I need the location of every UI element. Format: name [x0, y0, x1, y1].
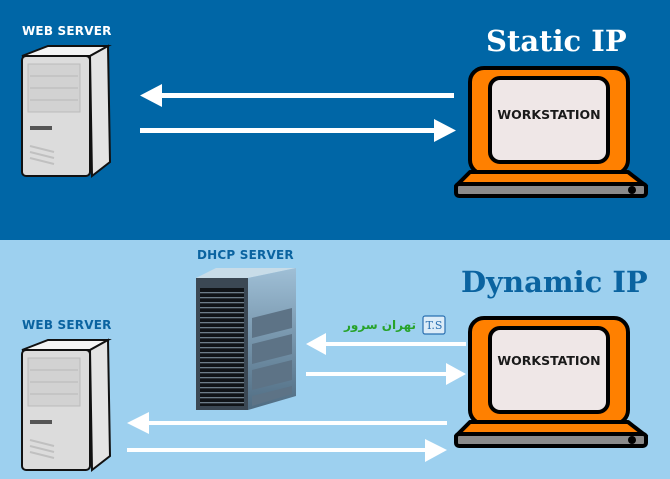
dhcp-server-icon — [196, 268, 296, 410]
dynamic-ip-title: Dynamic IP — [461, 265, 648, 299]
workstation-label: WORKSTATION — [497, 107, 600, 122]
request-arrows — [140, 84, 456, 142]
vent-slat — [200, 402, 244, 404]
dhcp-arrows — [306, 333, 466, 385]
workstation-label-dynamic: WORKSTATION — [497, 353, 600, 368]
web-server-label: WEB SERVER — [22, 24, 112, 38]
vent-slat — [200, 332, 244, 334]
vent-slat — [200, 352, 244, 354]
arrow-right-icon — [140, 119, 456, 142]
web-server-label-dynamic: WEB SERVER — [22, 318, 112, 332]
vent-slat — [200, 372, 244, 374]
dynamic-ip-panel: DHCP SERVER Dynamic IP WEB SERVER — [0, 240, 670, 479]
watermark-logo-text: T.S — [426, 319, 443, 332]
vent-slat — [200, 337, 244, 339]
vent-slat — [200, 327, 244, 329]
vent-slat — [200, 342, 244, 344]
arrow-left-icon — [140, 84, 454, 107]
arrow-right-icon — [306, 363, 466, 385]
tower-server-icon — [21, 44, 112, 179]
vent-slat — [200, 322, 244, 324]
vent-slat — [200, 312, 244, 314]
web-arrows — [127, 412, 447, 462]
arrow-left-icon — [306, 333, 466, 355]
dhcp-server-label: DHCP SERVER — [197, 248, 294, 262]
vent-slat — [200, 367, 244, 369]
tower-server-icon-dynamic — [21, 338, 112, 473]
static-ip-panel: WEB SERVER Static IP WORKSTATION — [0, 0, 670, 240]
watermark-text: تهران سرور — [344, 318, 417, 332]
vent-slat — [200, 297, 244, 299]
vent-slat — [200, 382, 244, 384]
vent-slat — [200, 387, 244, 389]
static-ip-title: Static IP — [486, 24, 627, 58]
vent-slat — [200, 377, 244, 379]
watermark-logo-icon: T.S — [422, 315, 446, 335]
laptop-icon-dynamic: WORKSTATION — [454, 316, 648, 448]
arrow-right-icon — [127, 439, 447, 462]
vent-slat — [200, 362, 244, 364]
vent-slat — [200, 392, 244, 394]
vent-slat — [200, 292, 244, 294]
arrow-left-icon — [127, 412, 447, 434]
vent-slat — [200, 397, 244, 399]
vent-slat — [200, 347, 244, 349]
vent-slat — [200, 302, 244, 304]
laptop-icon: WORKSTATION — [454, 66, 648, 198]
vent-slat — [200, 357, 244, 359]
vent-slat — [200, 307, 244, 309]
vent-slat — [200, 317, 244, 319]
